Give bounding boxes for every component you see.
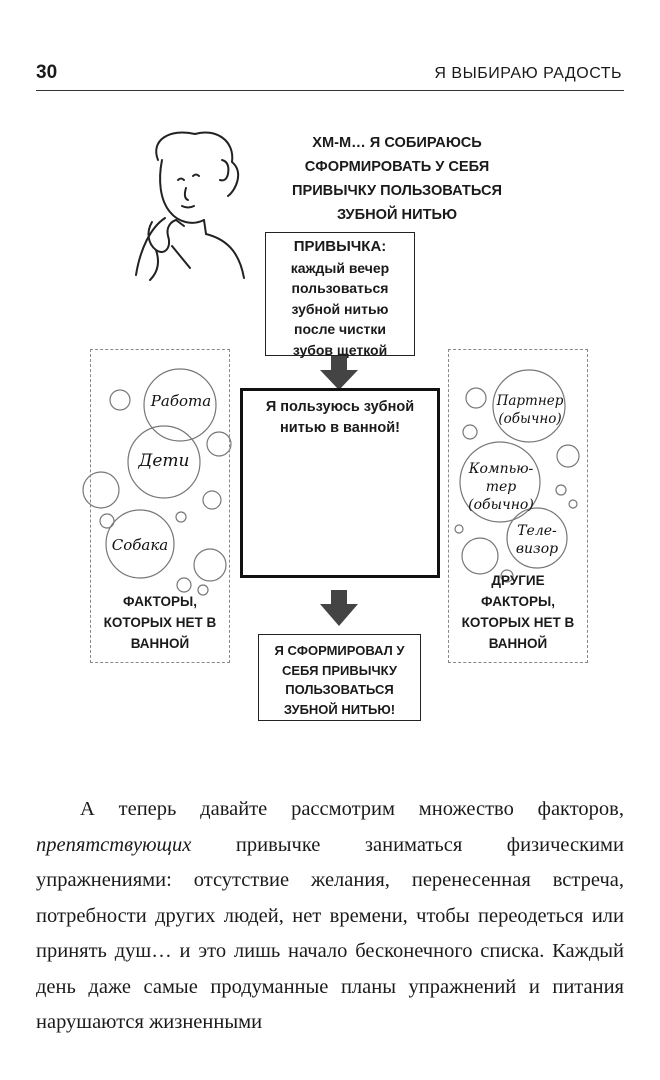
thought-caption: ХМ-М… Я СОБИРАЮСЬ СФОРМИРОВАТЬ У СЕБЯ ПР… <box>291 135 503 223</box>
result-box: Я СФОРМИРОВАЛ У СЕБЯ ПРИВЫЧКУ ПОЛЬЗОВАТЬ… <box>258 634 421 721</box>
page-number: 30 <box>36 62 58 83</box>
thinking-man-drawing <box>135 131 245 281</box>
paragraph-start: А теперь давайте рассмотрим множество фа… <box>80 798 624 820</box>
bubble-label-tv: Теле-визор <box>515 523 559 557</box>
result-caption: Я СФОРМИРОВАЛ У СЕБЯ ПРИВЫЧКУ ПОЛЬЗОВАТЬ… <box>274 643 405 717</box>
header-rule <box>36 90 624 91</box>
paragraph-end: привычке заниматься физическими упражнен… <box>36 833 624 1034</box>
habit-title: ПРИВЫЧКА: <box>293 238 387 255</box>
left-bubbles <box>82 368 232 596</box>
right-factor-panel: ДРУГИЕ ФАКТОРЫ, КОТОРЫХ НЕТ В ВАННОЙ <box>448 349 588 663</box>
left-factor-panel: ФАКТОРЫ, КОТОРЫХ НЕТ В ВАННОЙ <box>90 349 230 663</box>
bubble-label-dog: Собака <box>111 536 169 554</box>
bubble-label-work: Работа <box>150 392 212 410</box>
bubble-label-kids: Дети <box>138 451 190 471</box>
left-panel-caption: ФАКТОРЫ, КОТОРЫХ НЕТ В ВАННОЙ <box>103 594 217 651</box>
right-bubbles <box>454 369 580 583</box>
right-panel-caption: ДРУГИЕ ФАКТОРЫ, КОТОРЫХ НЕТ В ВАННОЙ <box>461 573 575 651</box>
habit-description: каждый вечер пользоваться зубной нитью п… <box>290 259 390 358</box>
emphasized-word: препятствующих <box>36 833 192 856</box>
body-paragraph: А теперь давайте рассмотрим множество фа… <box>36 792 624 1041</box>
arrow-down-2 <box>320 590 358 626</box>
running-head: Я ВЫБИРАЮ РАДОСТЬ <box>434 65 622 82</box>
bathroom-caption: Я пользуюсь зубной нитью в ванной! <box>265 399 415 436</box>
bubble-label-computer: Компью-тер (обычно) <box>468 461 534 513</box>
habit-box: ПРИВЫЧКА: каждый вечер пользоваться зубн… <box>265 232 415 358</box>
arrow-down-1 <box>320 356 358 390</box>
bathroom-box: Я пользуюсь зубной нитью в ванной! <box>240 388 440 578</box>
bubble-label-partner: Партнер (обычно) <box>496 393 564 427</box>
